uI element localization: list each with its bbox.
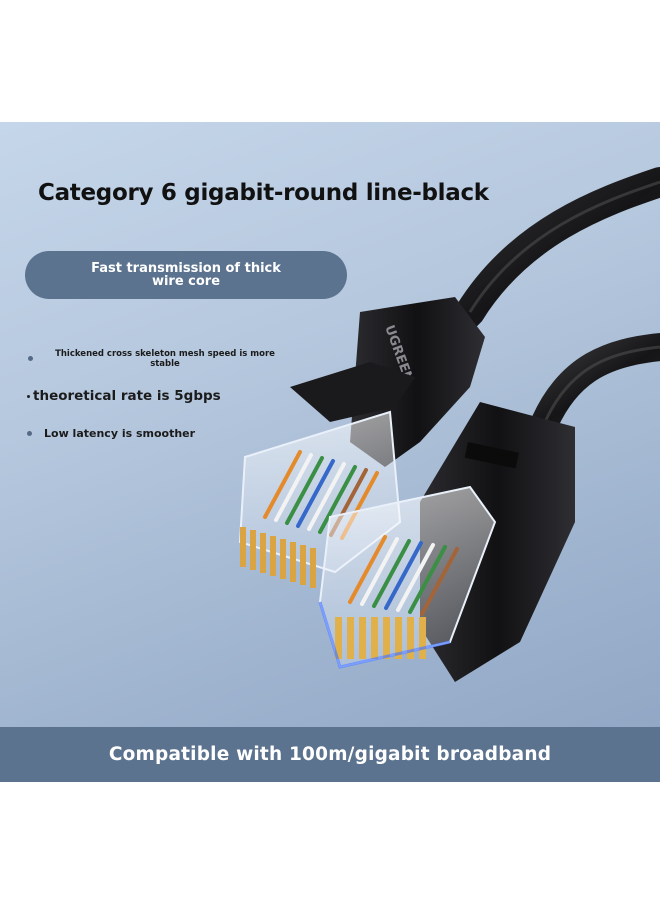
connector-lower: [318, 402, 575, 682]
headline: Category 6 gigabit-round line-black: [38, 180, 489, 206]
compatibility-text: Compatible with 100m/gigabit broadband: [108, 744, 552, 765]
ethernet-cable-illustration: UGREEN: [238, 167, 660, 682]
cable-lower: [531, 333, 660, 436]
feature-text: theoretical rate is 5gbps: [33, 388, 221, 404]
product-banner: UGREEN: [0, 122, 660, 782]
feature-text: Thickened cross skeleton mesh speed is m…: [55, 349, 275, 369]
bullet-icon: [28, 356, 33, 361]
feature-item: Low latency is smoother: [27, 427, 196, 440]
bullet-icon: [27, 395, 30, 398]
connector-upper: UGREEN: [238, 297, 485, 588]
feature-item: theoretical rate is 5gbps: [27, 388, 221, 404]
feature-badge-text: Fast transmission of thick wire core: [91, 261, 281, 289]
feature-badge: Fast transmission of thick wire core: [25, 251, 347, 299]
bullet-icon: [27, 431, 32, 436]
cable-upper: [425, 167, 660, 357]
feature-item: Thickened cross skeleton mesh speed is m…: [28, 349, 280, 369]
feature-text: Low latency is smoother: [44, 427, 196, 440]
compatibility-bar: Compatible with 100m/gigabit broadband: [0, 727, 660, 782]
